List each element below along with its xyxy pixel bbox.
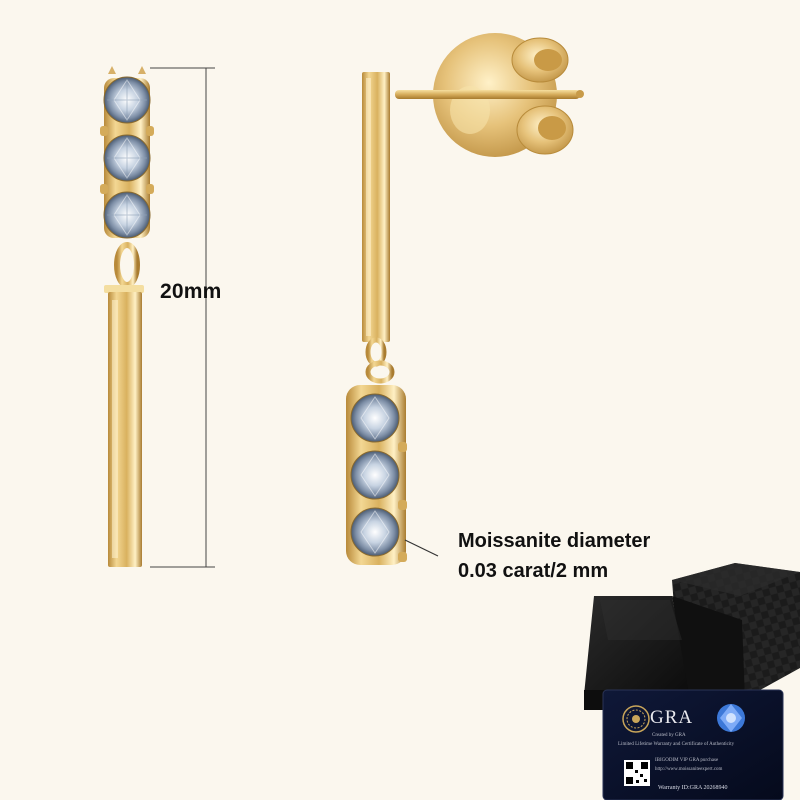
card-warranty-label: Warranty ID:GRA <box>658 785 703 791</box>
spec-line-carat: 0.03 carat/2 mm <box>458 560 609 582</box>
left-earring <box>100 66 154 567</box>
certificate-card <box>602 689 784 800</box>
card-line-warranty: Limited Lifetime Warranty and Certificat… <box>618 742 735 747</box>
gem-photo-icon <box>717 704 745 732</box>
dimension-indicator <box>150 67 215 568</box>
right-gem-1 <box>350 393 400 443</box>
left-gem-1 <box>103 76 151 124</box>
right-gem-2 <box>350 450 400 500</box>
length-dimension-label: 20mm <box>160 280 222 303</box>
left-gem-3 <box>103 191 151 239</box>
card-line-url: http://www.moissaniteexpert.com <box>655 767 723 772</box>
card-warranty-id: Warranty ID:GRA 20268940 <box>658 785 728 791</box>
card-line-created: Created by GRA <box>652 733 686 738</box>
left-gem-2 <box>103 134 151 182</box>
moissanite-spec: Moissanite diameter 0.03 carat/2 mm <box>458 526 650 586</box>
card-brand: GRA <box>650 707 694 728</box>
card-line-purchase: IBIGODIM VIP GRA purchase <box>655 758 719 763</box>
qr-code <box>624 760 650 786</box>
card-warranty-number: 20268940 <box>703 785 728 791</box>
gra-seal-icon <box>622 705 650 733</box>
callout-line <box>404 539 439 557</box>
right-gem-3 <box>350 507 400 557</box>
right-earring <box>346 33 584 565</box>
spec-line-diameter: Moissanite diameter <box>458 530 651 552</box>
